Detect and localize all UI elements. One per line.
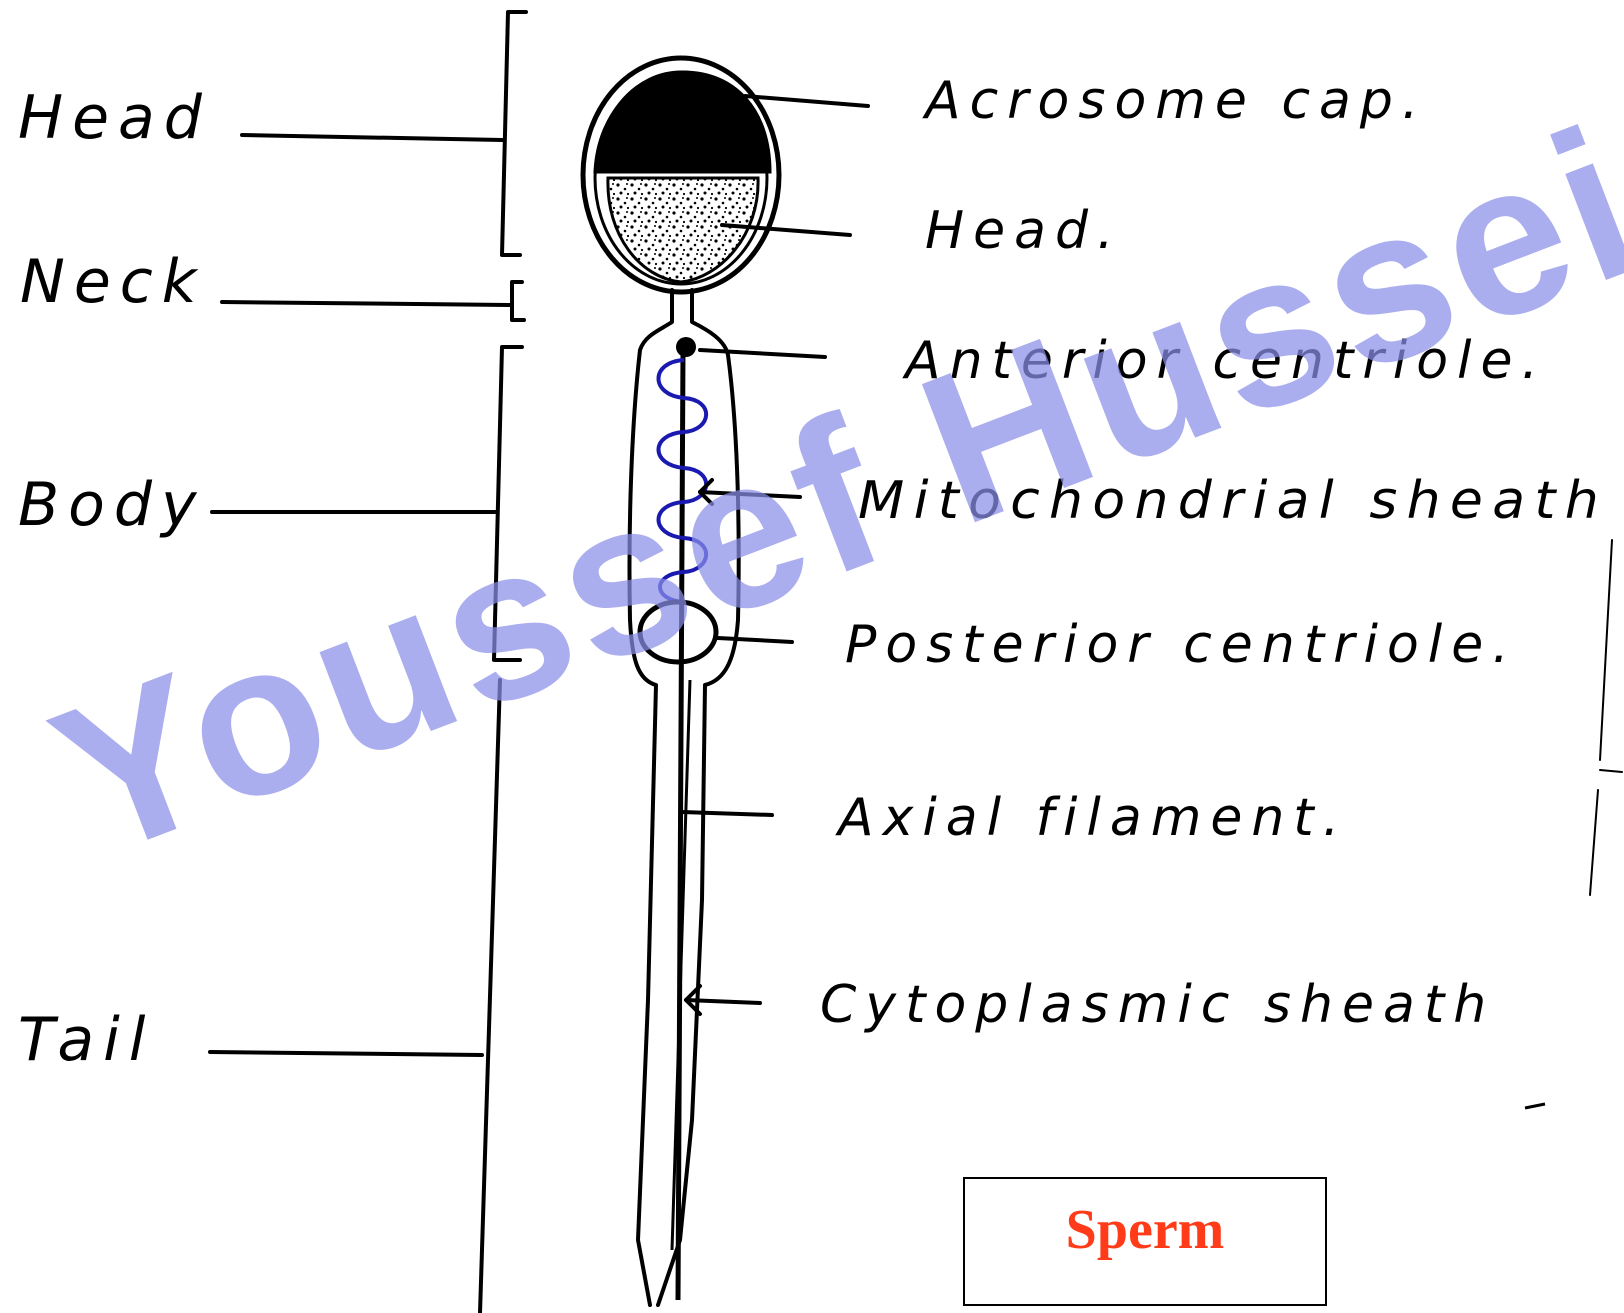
anterior-centriole-pointer (700, 350, 825, 357)
part-label-posterior-centriole: Posterior centriole. (845, 615, 1518, 675)
anterior-centriole-dot (676, 337, 696, 357)
neck-leader (222, 302, 512, 305)
region-label-body: Body (18, 470, 205, 540)
head-leader (242, 135, 502, 140)
region-label-tail: Tail (18, 1005, 154, 1075)
right-faint-bracket (1590, 540, 1622, 895)
neck-bracket (512, 282, 524, 320)
watermark-text: Youssef Hussein (25, 31, 1624, 903)
caption-label: Sperm (1066, 1199, 1225, 1261)
part-label-head: Head. (925, 201, 1123, 261)
axial-pointer (682, 812, 772, 815)
part-label-acrosome-cap: Acrosome cap. (922, 71, 1427, 131)
acrosome-pointer (745, 96, 868, 106)
part-label-axial-filament: Axial filament. (835, 788, 1348, 848)
region-label-neck: Neck (20, 247, 206, 317)
region-label-head: Head (18, 83, 211, 153)
stray-dash (1525, 1104, 1545, 1108)
head-bracket (502, 12, 526, 255)
tail-bracket (480, 680, 500, 1313)
tail-leader (210, 1052, 482, 1055)
caption-box: Sperm (964, 1178, 1326, 1305)
part-label-cytoplasmic-sheath: Cytoplasmic sheath (820, 975, 1495, 1035)
nucleus-granules (608, 178, 758, 282)
